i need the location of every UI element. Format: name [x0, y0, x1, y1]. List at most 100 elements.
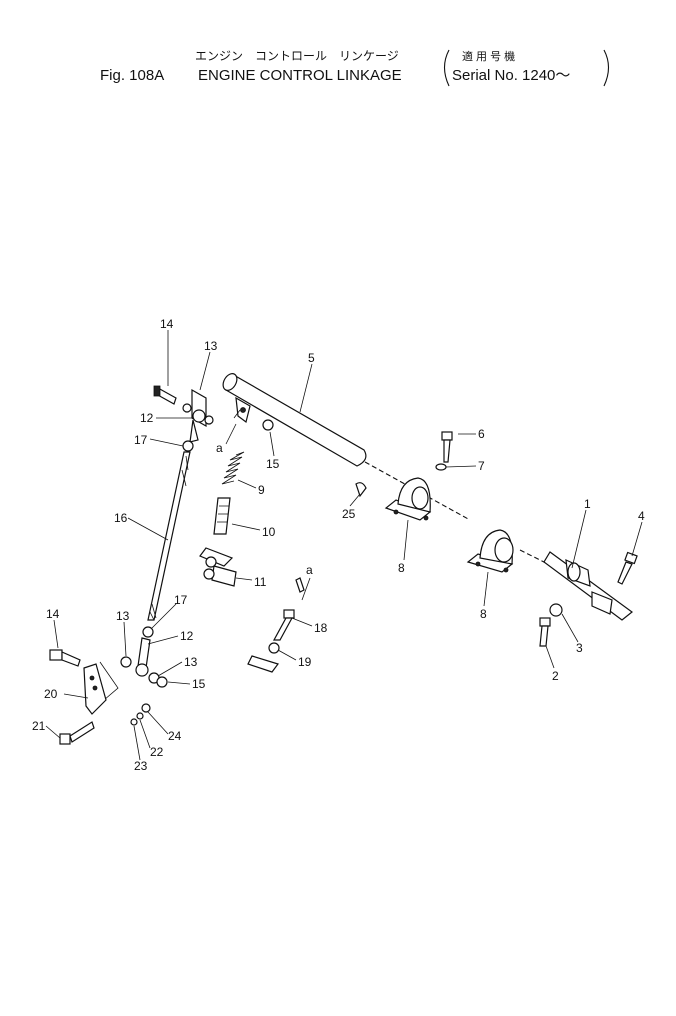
callout-19: 19	[298, 655, 312, 669]
callout-10: 10	[262, 525, 276, 539]
rod-end-12-upper	[192, 409, 206, 423]
title-block: エンジン コントロール リンケージ 適 用 号 機 Fig. 108A ENGI…	[100, 49, 610, 87]
washer-plate-19	[247, 655, 279, 673]
callout-16: 16	[114, 511, 128, 525]
bolt-18-shank	[272, 617, 294, 641]
leader-20	[63, 693, 89, 699]
bolt-2-head	[539, 617, 551, 627]
spacer-13-lower	[120, 656, 132, 668]
callout-17a: 17	[134, 433, 148, 447]
bolt-6-head	[441, 431, 453, 441]
callout-15b: 15	[192, 677, 206, 691]
callout-25: 25	[342, 507, 356, 521]
nut-15-lower	[156, 676, 168, 688]
upper-left-parts	[153, 385, 274, 452]
bolt-14-head	[153, 385, 161, 397]
leader-1	[571, 509, 587, 569]
callout-17b: 17	[174, 593, 188, 607]
bolt-4-shank	[617, 561, 633, 585]
figure-title: ENGINE CONTROL LINKAGE	[198, 67, 402, 84]
leader-13a	[199, 351, 211, 391]
nut-19	[268, 642, 280, 654]
lever-clamp	[591, 591, 613, 615]
nut-3	[549, 603, 563, 617]
bolt-18-group	[247, 577, 305, 673]
callout-14b: 14	[46, 607, 60, 621]
callout-2: 2	[552, 669, 559, 683]
bearing-hole-right-1	[475, 561, 481, 567]
arrow-a-upper	[233, 409, 241, 419]
callout-labels: 14 13 5 12 17 a 15 9 16 10 11 6 7 25 8 8…	[32, 317, 645, 773]
bolt-14-lower-shank	[61, 651, 81, 667]
bolt-14-lower-head	[49, 649, 63, 661]
callout-15a: 15	[266, 457, 280, 471]
leader-9	[237, 479, 257, 489]
leader-8a	[403, 519, 409, 561]
title-japanese: エンジン コントロール リンケージ	[195, 49, 399, 63]
washer-22	[136, 712, 144, 720]
leader-8b	[483, 571, 489, 607]
leader-25	[349, 493, 361, 507]
leader-10	[231, 523, 261, 531]
leader-18	[291, 617, 313, 627]
bolt-2-shank	[539, 625, 549, 647]
leader-15a	[269, 431, 275, 457]
leader-lines	[45, 330, 643, 761]
arrow-a-lower	[295, 577, 305, 593]
bearing-hole-left-2	[423, 515, 429, 521]
bearing-right	[466, 529, 514, 573]
bearing-left	[384, 477, 432, 521]
callout-8b: 8	[480, 607, 487, 621]
stud-10	[213, 497, 231, 535]
shaft-end	[222, 373, 238, 391]
leader-12b	[147, 635, 179, 645]
callout-12a: 12	[140, 411, 154, 425]
bracket-plate	[199, 547, 234, 567]
callout-3: 3	[576, 641, 583, 655]
bracket-11	[211, 565, 237, 587]
leader-24	[147, 711, 169, 735]
bearing-hole-left-1	[393, 509, 399, 515]
lever-hole-2	[92, 685, 98, 691]
nut-upper	[204, 415, 214, 425]
bearing-hole-right-2	[503, 567, 509, 573]
callout-18: 18	[314, 621, 328, 635]
leader-a2	[301, 577, 311, 601]
nut-15-upper	[262, 419, 274, 431]
title-japanese-applicable: 適 用 号 機	[462, 49, 515, 63]
callout-20: 20	[44, 687, 58, 701]
rod-thread-bottom	[149, 603, 157, 621]
callout-7: 7	[478, 459, 485, 473]
right-lever-assembly	[539, 551, 638, 647]
washer-upper	[182, 403, 192, 413]
leader-13c	[157, 661, 183, 677]
lever-bore	[567, 562, 581, 582]
callout-a2: a	[306, 563, 313, 577]
leader-5	[299, 363, 313, 413]
callout-14a: 14	[160, 317, 174, 331]
callout-6: 6	[478, 427, 485, 441]
figure-number: Fig. 108A	[100, 67, 164, 84]
callout-13c: 13	[184, 655, 198, 669]
leader-14b	[53, 619, 59, 649]
washer-23	[130, 718, 138, 726]
bolt-18-head	[283, 609, 295, 619]
rod-thread-top	[181, 455, 189, 487]
nut-24	[141, 703, 151, 713]
leader-13b	[123, 621, 127, 657]
locknut-17-upper	[182, 440, 194, 452]
bracket-nut-2	[203, 568, 215, 580]
bolt-6-group	[355, 431, 453, 498]
callout-21: 21	[32, 719, 46, 733]
leader-23	[133, 725, 141, 761]
serial-range: Serial No. 1240～	[452, 67, 570, 84]
washer-7	[435, 463, 447, 471]
callout-9: 9	[258, 483, 265, 497]
zigzag-line	[99, 661, 119, 701]
leader-17b	[151, 603, 177, 629]
callout-5: 5	[308, 351, 315, 365]
leader-11	[235, 577, 253, 581]
leader-15b	[167, 681, 191, 685]
leader-16	[127, 517, 169, 541]
